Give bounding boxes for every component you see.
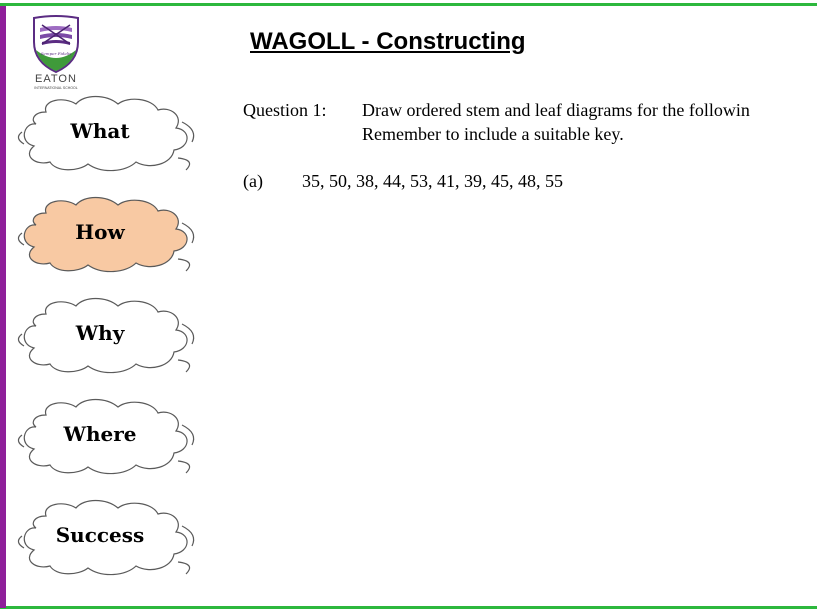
school-logo: Semper Fidelis xyxy=(28,14,84,92)
nav-cloud-how[interactable]: How xyxy=(12,191,202,273)
nav-cloud-what[interactable]: What xyxy=(12,90,202,172)
cloud-shape xyxy=(17,499,195,576)
logo-name: EATON xyxy=(35,73,77,85)
top-border xyxy=(0,3,817,6)
logo-subtitle: INTERNATIONAL SCHOOL xyxy=(34,86,78,90)
cloud-shape xyxy=(17,196,195,273)
shield-icon: Semper Fidelis xyxy=(33,15,79,74)
nav-cloud-where[interactable]: Where xyxy=(12,393,202,475)
cloud-shape xyxy=(17,95,195,172)
left-border xyxy=(0,6,6,608)
nav-cloud-label: What xyxy=(70,119,130,143)
cloud-shape xyxy=(17,398,195,475)
question-number: Question 1: xyxy=(243,100,327,120)
page-title: WAGOLL - Constructing xyxy=(250,28,526,55)
nav-cloud-why[interactable]: Why xyxy=(12,292,202,374)
cloud-shape xyxy=(17,297,195,374)
part-label: (a) xyxy=(243,171,263,191)
nav-cloud-label: Why xyxy=(75,321,125,345)
question-line-1: Draw ordered stem and leaf diagrams for … xyxy=(362,100,750,120)
question-line-2: Remember to include a suitable key. xyxy=(362,124,624,144)
nav-cloud-label: How xyxy=(75,220,125,244)
logo-motto: Semper Fidelis xyxy=(41,51,72,56)
data-values: 35, 50, 38, 44, 53, 41, 39, 45, 48, 55 xyxy=(302,171,563,191)
nav-cloud-success[interactable]: Success xyxy=(12,494,202,576)
nav-cloud-label: Where xyxy=(63,422,137,446)
nav-cloud-label: Success xyxy=(55,523,145,547)
bottom-border xyxy=(0,606,817,609)
